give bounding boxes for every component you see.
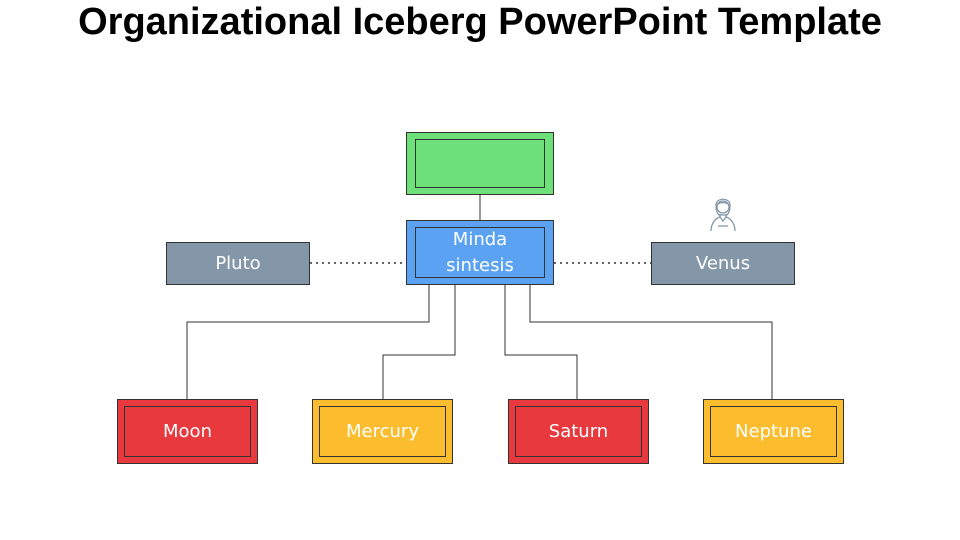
top-box <box>406 132 554 195</box>
bottom-box-moon: Moon <box>117 399 258 464</box>
connector-neptune <box>529 285 773 399</box>
center-box-label-line1: Minda <box>452 228 508 250</box>
connector-saturn <box>504 285 578 399</box>
connector-mercury <box>382 285 456 399</box>
right-box-venus: Venus <box>651 242 795 285</box>
bottom-box-mercury: Mercury <box>312 399 453 464</box>
person-icon <box>710 198 736 232</box>
bottom-box-mercury-inner: Mercury <box>319 406 446 457</box>
left-box-pluto: Pluto <box>166 242 310 285</box>
bottom-box-neptune-inner: Neptune <box>710 406 837 457</box>
top-box-inner <box>415 139 545 188</box>
bottom-box-saturn-inner: Saturn <box>515 406 642 457</box>
center-box-inner: Minda sintesis <box>415 227 545 278</box>
center-box-label-line2: sintesis <box>446 254 514 276</box>
bottom-box-moon-inner: Moon <box>124 406 251 457</box>
connector-moon <box>186 285 430 399</box>
bottom-box-saturn: Saturn <box>508 399 649 464</box>
center-box: Minda sintesis <box>406 220 554 285</box>
bottom-box-neptune: Neptune <box>703 399 844 464</box>
slide-title: Organizational Iceberg PowerPoint Templa… <box>78 1 882 43</box>
